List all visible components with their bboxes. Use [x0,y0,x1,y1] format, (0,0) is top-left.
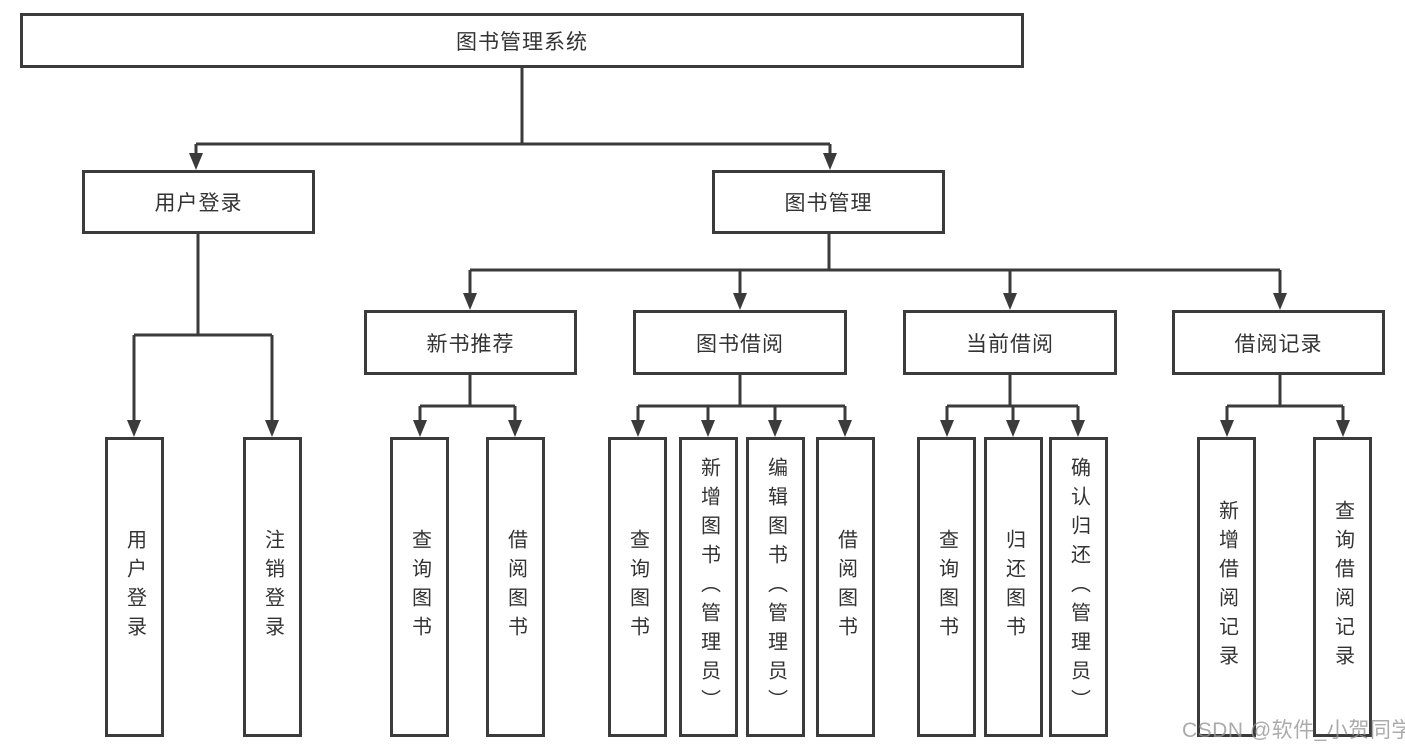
leaf-query-books-current: 查询图书 [917,437,976,737]
node-user-login: 用户登录 [82,170,315,234]
node-user-login-label: 用户登录 [154,192,243,215]
node-root: 图书管理系统 [20,13,1024,68]
leaf-logout-login: 注销登录 [243,437,302,737]
node-current-borrow: 当前借阅 [903,310,1117,375]
node-borrow-records-label: 借阅记录 [1234,332,1323,356]
node-book-borrow-label: 图书借阅 [696,332,784,356]
leaf-edit-book-admin: 编辑图书（管理员） [746,437,805,737]
leaf-confirm-return-admin: 确认归还（管理员） [1049,437,1108,737]
watermark: CSDN @软件_小贺同学 [1182,719,1405,742]
node-book-management-label: 图书管理 [784,192,873,215]
leaf-query-books-borrow: 查询图书 [608,437,667,737]
leaf-add-book-admin: 新增图书（管理员） [679,437,738,737]
leaf-query-borrow-record: 查询借阅记录 [1313,437,1372,737]
leaf-return-books: 归还图书 [984,437,1043,737]
node-current-borrow-label: 当前借阅 [966,332,1054,356]
leaf-query-books-recommend: 查询图书 [390,437,449,737]
leaf-borrow-books-borrow: 借阅图书 [816,437,875,737]
node-new-book-recommend-label: 新书推荐 [426,332,515,356]
node-root-label: 图书管理系统 [456,30,588,54]
leaf-borrow-books-recommend: 借阅图书 [486,437,545,737]
node-book-management: 图书管理 [712,170,945,234]
node-borrow-records: 借阅记录 [1172,310,1385,375]
node-new-book-recommend: 新书推荐 [364,310,577,375]
leaf-user-login: 用户登录 [105,437,164,737]
leaf-add-borrow-record: 新增借阅记录 [1197,437,1256,737]
node-book-borrow: 图书借阅 [633,310,847,375]
